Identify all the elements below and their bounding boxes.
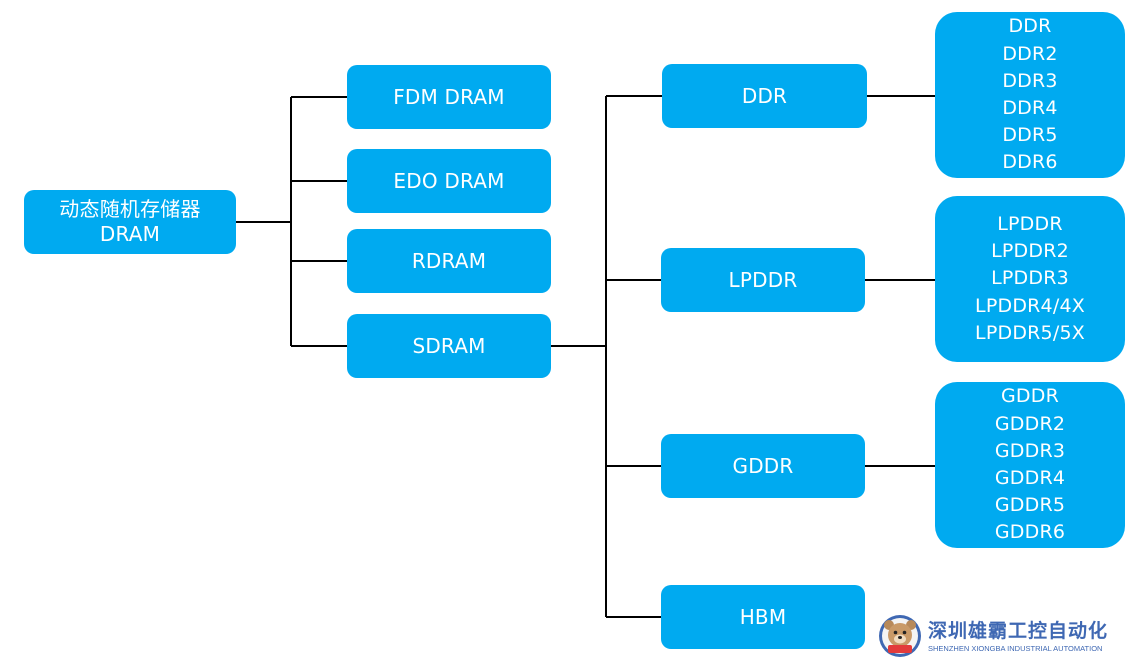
watermark-company-subtitle: SHENZHEN XIONGBA INDUSTRIAL AUTOMATION xyxy=(928,644,1103,653)
watermark-company-name: 深圳雄霸工控自动化 xyxy=(928,620,1109,642)
ddr-generation-item: DDR5 xyxy=(1002,124,1058,147)
node-gddr: GDDR xyxy=(661,434,865,498)
edo-dram-label: EDO DRAM xyxy=(393,168,505,193)
node-gddr-generations: GDDR GDDR2 GDDR3 GDDR4 GDDR5 GDDR6 xyxy=(935,382,1125,548)
lpddr-generation-item: LPDDR4/4X xyxy=(975,294,1085,317)
lpddr-label: LPDDR xyxy=(728,267,798,292)
gddr-generation-item: GDDR4 xyxy=(994,467,1066,489)
hbm-label: HBM xyxy=(739,604,787,629)
ddr-generation-item: DDR3 xyxy=(1002,69,1058,92)
root-label-cn: 动态随机存储器 xyxy=(59,197,201,221)
lpddr-generation-item: LPDDR5/5X xyxy=(975,321,1085,344)
node-edo-dram: EDO DRAM xyxy=(347,149,551,213)
sdram-label: SDRAM xyxy=(412,333,486,358)
node-rdram: RDRAM xyxy=(347,229,551,293)
gddr-generation-item: GDDR6 xyxy=(994,521,1066,544)
gddr-generation-item: GDDR xyxy=(1001,385,1059,408)
ddr-generation-item: DDR2 xyxy=(1002,42,1058,65)
gddr-generation-item: GDDR3 xyxy=(994,439,1066,462)
node-dram-root: 动态随机存储器 DRAM xyxy=(24,190,236,254)
gddr-generation-item: GDDR5 xyxy=(994,494,1066,517)
node-hbm: HBM xyxy=(661,585,865,649)
node-ddr: DDR xyxy=(662,64,867,128)
node-fdm-dram: FDM DRAM xyxy=(347,65,551,129)
ddr-generation-item: DDR4 xyxy=(1002,97,1058,119)
rdram-label: RDRAM xyxy=(411,248,487,273)
ddr-generation-item: DDR6 xyxy=(1002,151,1058,174)
bear-mascot-icon xyxy=(879,615,921,657)
root-label-en: DRAM xyxy=(99,222,161,246)
node-lpddr-generations: LPDDR LPDDR2 LPDDR3 LPDDR4/4X LPDDR5/5X xyxy=(935,196,1125,362)
lpddr-generation-item: LPDDR xyxy=(997,212,1063,235)
node-ddr-generations: DDR DDR2 DDR3 DDR4 DDR5 DDR6 xyxy=(935,12,1125,178)
fdm-dram-label: FDM DRAM xyxy=(393,84,505,109)
ddr-generation-item: DDR xyxy=(1008,15,1052,38)
gddr-generation-item: GDDR2 xyxy=(994,412,1066,435)
lpddr-generation-item: LPDDR3 xyxy=(991,267,1069,290)
node-sdram: SDRAM xyxy=(347,314,551,378)
gddr-label: GDDR xyxy=(732,453,794,478)
ddr-label: DDR xyxy=(741,83,788,108)
lpddr-generation-item: LPDDR2 xyxy=(991,240,1069,263)
company-watermark: 深圳雄霸工控自动化 SHENZHEN XIONGBA INDUSTRIAL AU… xyxy=(878,612,1132,660)
node-lpddr: LPDDR xyxy=(661,248,865,312)
